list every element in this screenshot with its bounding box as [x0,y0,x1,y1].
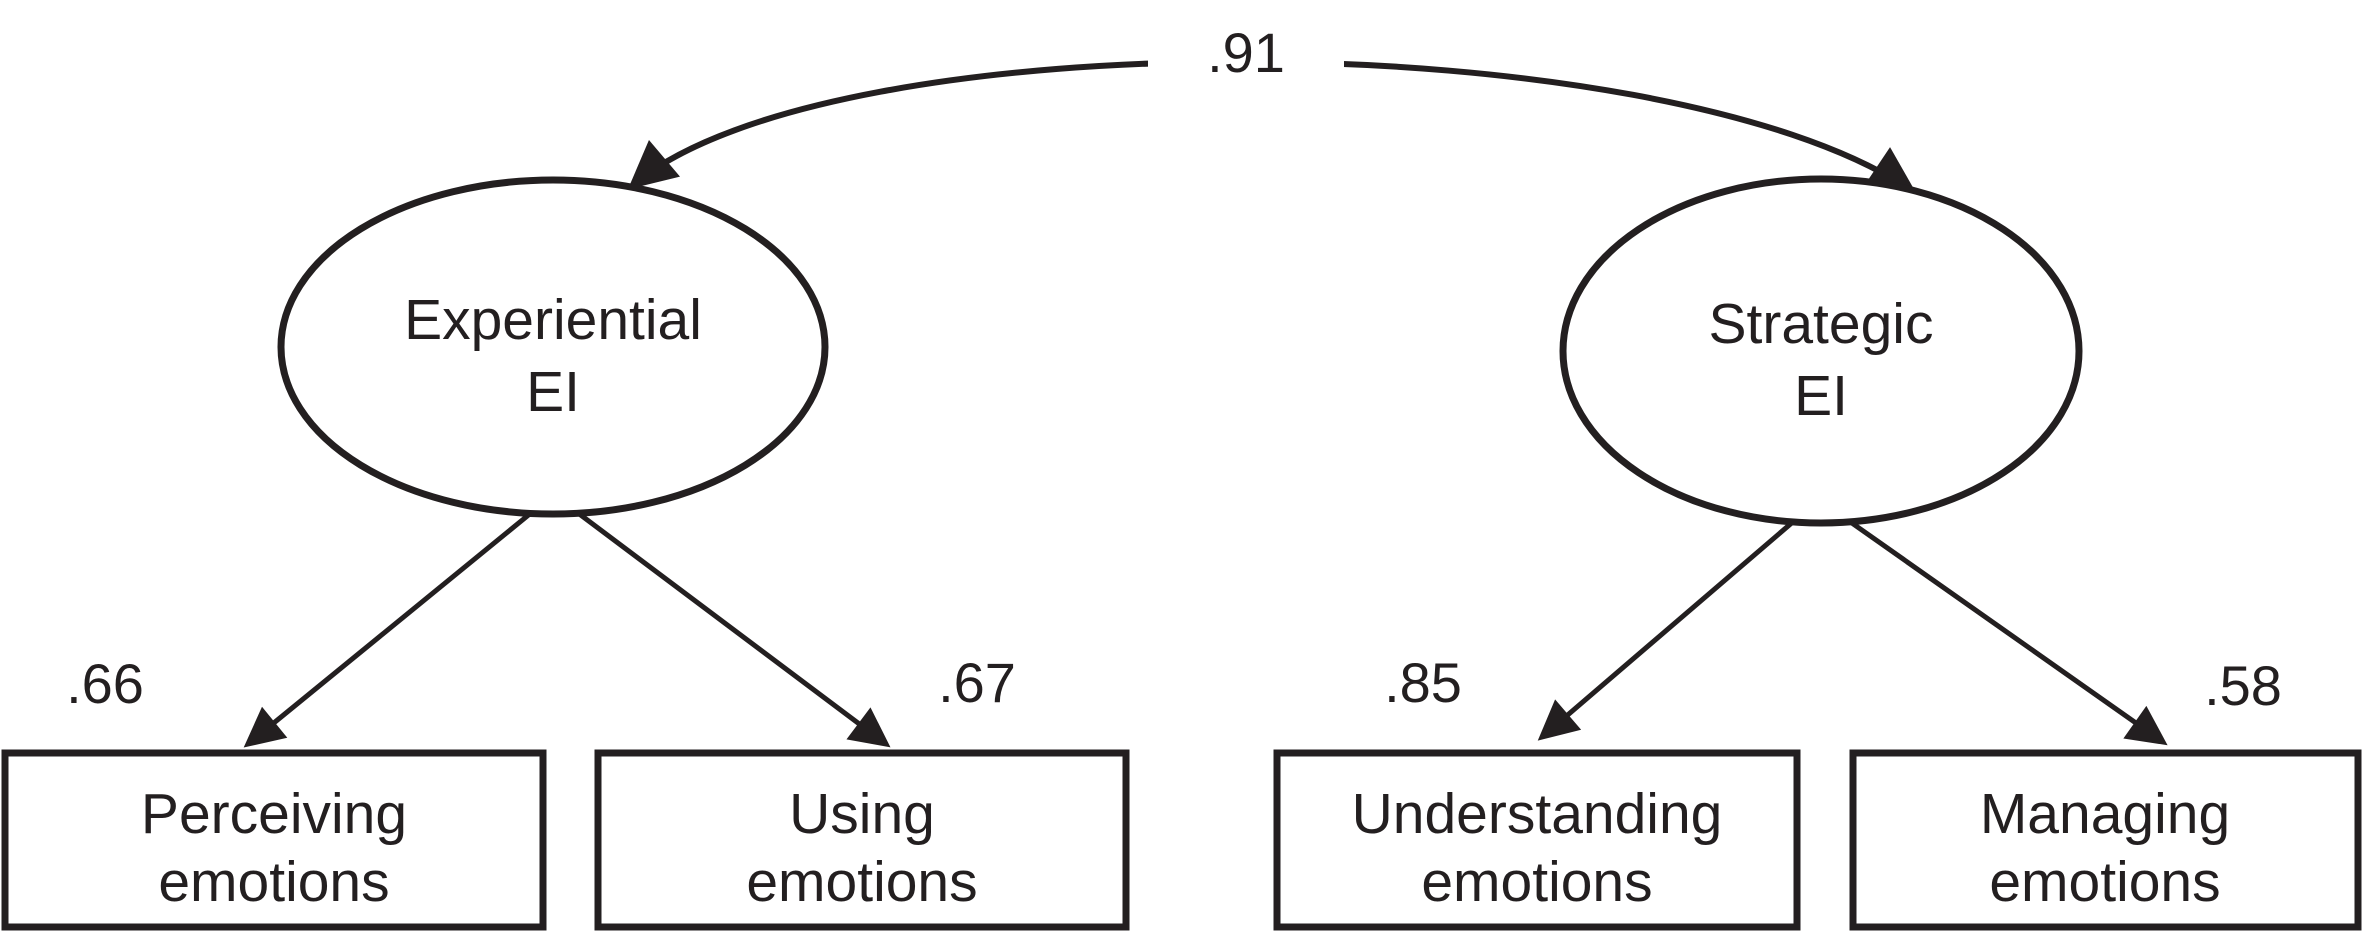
loading-arrow-perceiving [243,511,533,748]
observed-label-managing-line1: Managing [1980,782,2230,846]
loading-arrow-understanding [1537,519,1796,741]
observed-node-understanding-emotions [1273,749,1801,931]
latent-label-strategic-line1: Strategic [1709,292,1934,356]
loading-coefficient-understanding: .85 [1384,651,1462,714]
observed-node-perceiving-emotions [1,749,547,931]
latent-label-strategic-line2: EI [1794,364,1848,428]
observed-node-using-emotions [594,749,1130,931]
latent-node-experiential-ei [277,176,829,518]
latent-node-strategic-ei [1559,175,2083,527]
observed-label-managing-line2: emotions [1989,850,2220,914]
observed-label-using-line1: Using [789,782,935,846]
observed-label-using-line2: emotions [746,850,977,914]
latent-label-experiential-line1: Experiential [404,288,702,352]
latent-label-experiential-line2: EI [526,360,580,424]
loading-coefficient-managing: .58 [2204,654,2282,717]
observed-label-perceiving-line1: Perceiving [141,782,407,846]
observed-label-understanding-line2: emotions [1421,850,1652,914]
observed-node-managing-emotions [1849,749,2362,931]
observed-label-understanding-line1: Understanding [1352,782,1723,846]
loading-arrow-using [576,511,891,748]
observed-label-perceiving-line2: emotions [158,850,389,914]
loading-coefficient-using: .67 [938,651,1016,714]
correlation-coefficient-label: .91 [1207,21,1285,84]
loading-arrow-managing [1847,518,2168,746]
loading-coefficient-perceiving: .66 [66,652,144,715]
correlation-label-gap [1148,0,1344,112]
